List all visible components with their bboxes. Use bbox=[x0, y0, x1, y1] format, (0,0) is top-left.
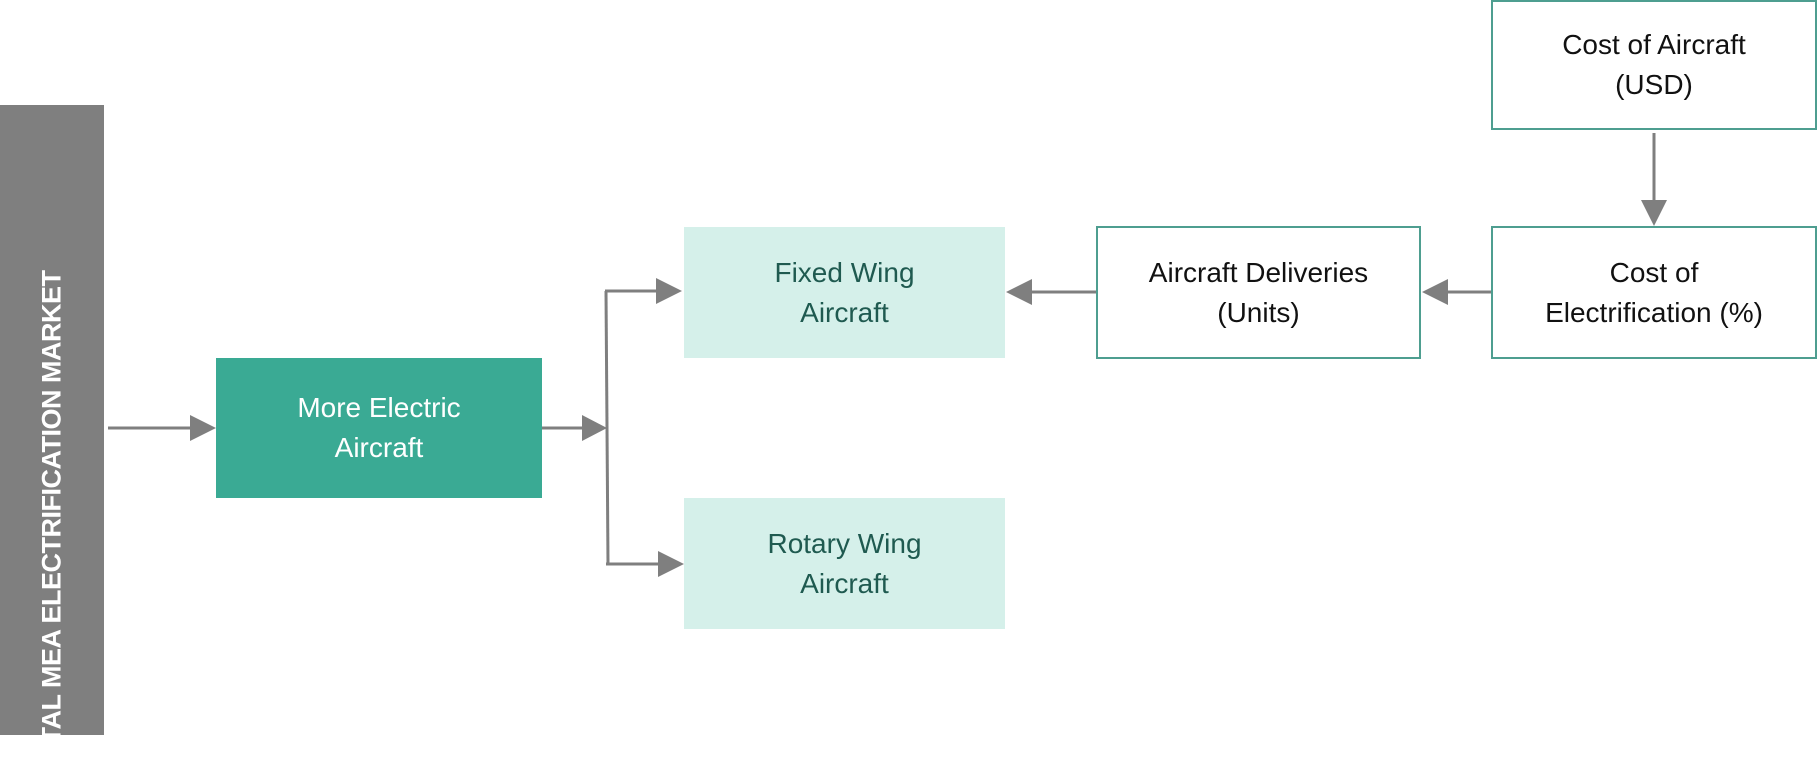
arrowhead-icon bbox=[1641, 200, 1667, 226]
node-aircraft-deliveries: Aircraft Deliveries (Units) bbox=[1096, 226, 1421, 359]
arrowhead-icon bbox=[1006, 279, 1032, 305]
node-rotary-wing-aircraft: Rotary Wing Aircraft bbox=[684, 498, 1005, 629]
edge-cost-aircraft-to-electrification bbox=[1641, 133, 1667, 226]
edge-junction-to-fixed-wing bbox=[605, 278, 682, 304]
node-fixed-wing-aircraft: Fixed Wing Aircraft bbox=[684, 227, 1005, 358]
total-market-label: TOTAL MEA ELECTRIFICATION MARKET bbox=[36, 270, 67, 780]
edge-total-to-mea bbox=[108, 415, 216, 441]
arrowhead-icon bbox=[1422, 279, 1448, 305]
edge-electrification-to-deliveries bbox=[1422, 279, 1491, 305]
arrowhead-icon bbox=[658, 551, 684, 577]
arrowhead-icon bbox=[656, 278, 682, 304]
node-more-electric-aircraft: More Electric Aircraft bbox=[216, 358, 542, 498]
edge-mea-to-junction bbox=[542, 415, 607, 441]
node-cost-of-electrification: Cost of Electrification (%) bbox=[1491, 226, 1817, 359]
node-cost-of-aircraft: Cost of Aircraft (USD) bbox=[1491, 0, 1817, 130]
total-market-bar: TOTAL MEA ELECTRIFICATION MARKET bbox=[0, 105, 104, 779]
arrowhead-icon bbox=[582, 415, 607, 441]
edge-deliveries-to-fixed-wing bbox=[1006, 279, 1096, 305]
edge-junction-trunk bbox=[604, 290, 610, 565]
edge-junction-to-rotary-wing bbox=[606, 551, 684, 577]
arrowhead-icon bbox=[190, 415, 216, 441]
